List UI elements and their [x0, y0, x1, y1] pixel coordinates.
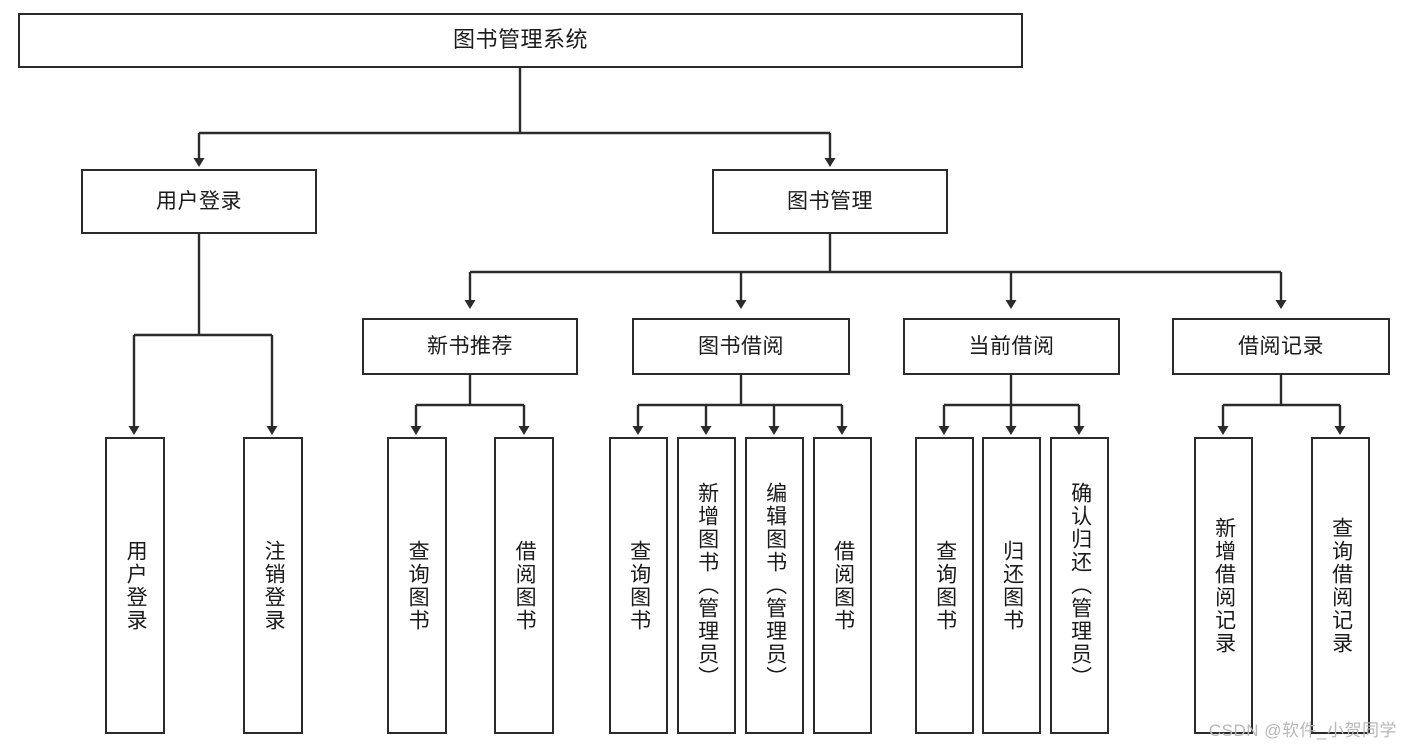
node-book-manage-label: 图书管理 — [787, 189, 873, 213]
leaf-borrow-book-1[interactable]: 借阅图书 — [494, 437, 554, 734]
leaf-return-book-label: 归还图书 — [1000, 539, 1024, 632]
leaf-edit-book-label: 编辑图书（管理员） — [763, 482, 787, 689]
leaf-add-record[interactable]: 新增借阅记录 — [1194, 437, 1253, 734]
leaf-query-record[interactable]: 查询借阅记录 — [1311, 437, 1370, 734]
leaf-edit-book[interactable]: 编辑图书（管理员） — [745, 437, 804, 734]
node-current-borrow[interactable]: 当前借阅 — [903, 318, 1120, 375]
node-root-label: 图书管理系统 — [452, 27, 588, 53]
leaf-query-book-1[interactable]: 查询图书 — [387, 437, 447, 734]
leaf-confirm-return-label: 确认归还（管理员） — [1068, 482, 1092, 689]
node-new-book-recommend-label: 新书推荐 — [427, 334, 513, 358]
leaf-query-record-label: 查询借阅记录 — [1329, 516, 1353, 655]
node-root[interactable]: 图书管理系统 — [18, 13, 1023, 68]
leaf-logout[interactable]: 注销登录 — [243, 437, 303, 734]
leaf-borrow-book-2-label: 借阅图书 — [831, 539, 855, 632]
leaf-query-book-3[interactable]: 查询图书 — [915, 437, 974, 734]
leaf-query-book-2-label: 查询图书 — [627, 539, 651, 632]
leaf-add-book-label: 新增图书（管理员） — [695, 482, 719, 689]
leaf-user-login[interactable]: 用户登录 — [105, 437, 165, 734]
leaf-add-book[interactable]: 新增图书（管理员） — [677, 437, 736, 734]
node-current-borrow-label: 当前借阅 — [968, 334, 1055, 358]
leaf-return-book[interactable]: 归还图书 — [982, 437, 1041, 734]
node-book-borrow[interactable]: 图书借阅 — [632, 318, 850, 375]
node-new-book-recommend[interactable]: 新书推荐 — [362, 318, 578, 375]
leaf-query-book-2[interactable]: 查询图书 — [609, 437, 668, 734]
leaf-user-login-label: 用户登录 — [124, 539, 148, 632]
leaf-borrow-book-2[interactable]: 借阅图书 — [813, 437, 872, 734]
node-borrow-record-label: 借阅记录 — [1238, 334, 1324, 358]
leaf-logout-label: 注销登录 — [262, 539, 286, 632]
node-book-manage[interactable]: 图书管理 — [712, 169, 948, 234]
leaf-add-record-label: 新增借阅记录 — [1212, 516, 1236, 655]
leaf-query-book-1-label: 查询图书 — [406, 539, 430, 632]
leaf-confirm-return[interactable]: 确认归还（管理员） — [1050, 437, 1109, 734]
node-user-login[interactable]: 用户登录 — [81, 169, 317, 234]
node-borrow-record[interactable]: 借阅记录 — [1172, 318, 1390, 375]
leaf-query-book-3-label: 查询图书 — [933, 539, 957, 632]
leaf-borrow-book-1-label: 借阅图书 — [513, 539, 537, 632]
csdn-watermark: CSDN @软件_小贺同学 — [1208, 721, 1397, 740]
node-user-login-label: 用户登录 — [156, 189, 242, 213]
node-book-borrow-label: 图书借阅 — [698, 334, 784, 358]
